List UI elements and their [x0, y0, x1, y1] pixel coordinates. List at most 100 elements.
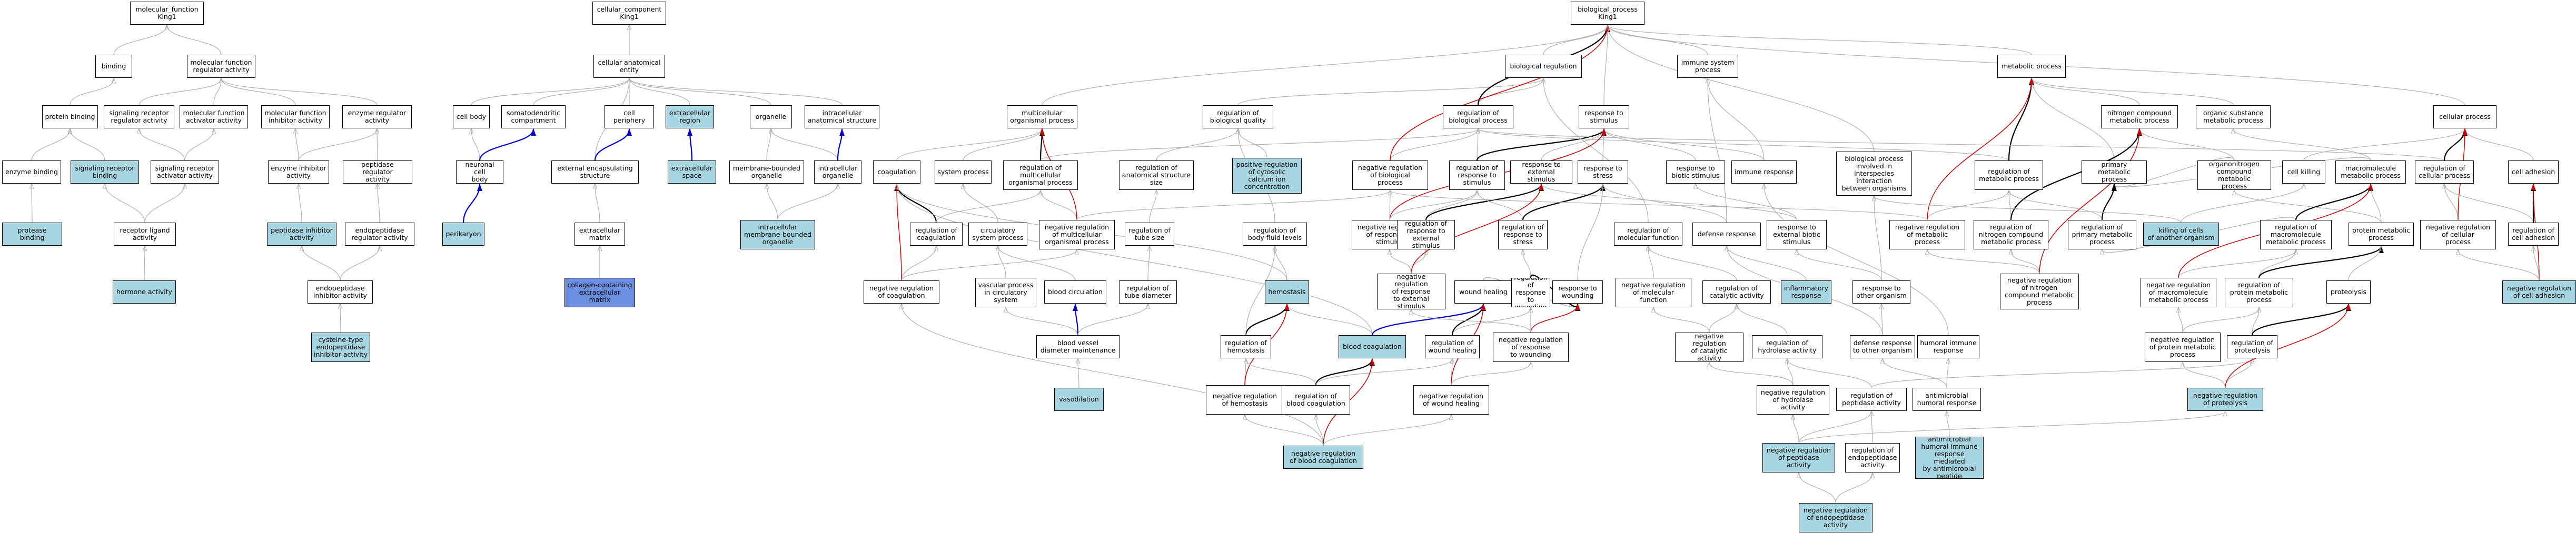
node-blood-vessel-diameter[interactable]: blood vessel diameter maintenance: [1036, 335, 1119, 358]
node-metabolic-process[interactable]: metabolic process: [1997, 55, 2066, 78]
node-neg-reg-cellular-process[interactable]: negative regulation of cellular process: [2420, 220, 2496, 249]
node-neg-reg-response-wounding[interactable]: negative regulation of response to wound…: [1493, 333, 1569, 362]
node-extracellular-region[interactable]: extracellular region: [666, 105, 714, 128]
node-response-other-organism[interactable]: response to other organism: [1852, 280, 1910, 304]
node-inflammatory-response[interactable]: inflammatory response: [1781, 280, 1831, 304]
node-extracellular-space[interactable]: extracellular space: [668, 160, 716, 184]
node-response-biotic[interactable]: response to biotic stimulus: [1666, 160, 1725, 184]
node-collagen-matrix[interactable]: collagen-containing extracellular matrix: [564, 278, 635, 307]
node-regulation-anatomical-size[interactable]: regulation of anatomical structure size: [1119, 160, 1194, 190]
node-organelle[interactable]: organelle: [750, 105, 792, 128]
node-cell-adhesion[interactable]: cell adhesion: [2508, 160, 2559, 184]
node-primary-metabolic[interactable]: primary metabolic process: [2082, 160, 2147, 184]
node-neg-reg-wound-healing[interactable]: negative regulation of wound healing: [1413, 385, 1489, 415]
node-hemostasis[interactable]: hemostasis: [1265, 280, 1309, 304]
node-biological-regulation[interactable]: biological regulation: [1505, 55, 1582, 78]
node-regulation-endopeptidase[interactable]: regulation of endopeptidase activity: [1845, 443, 1900, 472]
node-response-to-stimulus[interactable]: response to stimulus: [1579, 105, 1629, 128]
node-nitrogen-compound-metabolic[interactable]: nitrogen compound metabolic process: [2101, 105, 2178, 128]
node-neg-reg-metabolic[interactable]: negative regulation of metabolic process: [1889, 220, 1965, 249]
node-sig-rec-activator[interactable]: signaling receptor activator activity: [151, 160, 219, 184]
node-neg-reg-molecular-function[interactable]: negative regulation of molecular functio…: [1616, 278, 1691, 307]
node-response-to-wounding[interactable]: response to wounding: [1552, 280, 1603, 304]
node-neg-reg-multicellular[interactable]: negative regulation of multicellular org…: [1039, 220, 1115, 249]
node-neg-reg-hydrolase[interactable]: negative regulation of hydrolase activit…: [1757, 385, 1829, 415]
node-response-to-stress[interactable]: response to stress: [1578, 160, 1628, 184]
node-neg-reg-peptidase[interactable]: negative regulation of peptidase activit…: [1762, 443, 1835, 472]
node-killing-other-organism[interactable]: killing of cells of another organism: [2143, 223, 2219, 246]
node-neg-reg-coagulation[interactable]: negative regulation of coagulation: [864, 280, 939, 304]
node-neg-reg-endopeptidase[interactable]: negative regulation of endopeptidase act…: [1799, 503, 1872, 532]
node-neg-reg-macromolecule-metabolic[interactable]: negative regulation of macromolecule met…: [2141, 278, 2216, 307]
node-regulation-proteolysis[interactable]: regulation of proteolysis: [2227, 335, 2277, 358]
node-regulation-blood-coagulation[interactable]: regulation of blood coagulation: [1282, 385, 1350, 415]
node-system-process[interactable]: system process: [935, 160, 992, 184]
node-mf-regulator[interactable]: molecular function regulator activity: [187, 55, 255, 78]
node-organonitrogen[interactable]: organonitrogen compound metabolic proces…: [2197, 160, 2271, 190]
node-mf-inhibitor[interactable]: molecular function inhibitor activity: [261, 105, 330, 128]
node-protein-binding[interactable]: protein binding: [42, 105, 98, 128]
node-regulation-hydrolase[interactable]: regulation of hydrolase activity: [1752, 335, 1822, 358]
node-neuronal-cell-body[interactable]: neuronal cell body: [456, 160, 503, 184]
node-neg-reg-catalytic[interactable]: negative regulation of catalytic activit…: [1675, 333, 1743, 362]
node-regulation-bio-process[interactable]: regulation of biological process: [1443, 105, 1513, 128]
node-cellular-process[interactable]: cellular process: [2433, 105, 2496, 128]
node-molecular-function[interactable]: molecular_function King1: [130, 2, 204, 25]
node-vasodilation[interactable]: vasodilation: [1054, 388, 1104, 411]
node-regulation-tube-size[interactable]: regulation of tube size: [1125, 223, 1174, 246]
node-biological-process[interactable]: biological_process King1: [1571, 2, 1644, 25]
node-regulation-molecular-function[interactable]: regulation of molecular function: [1614, 223, 1682, 246]
node-regulation-response-wounding[interactable]: regulation of response to wounding: [1511, 278, 1550, 307]
node-neg-reg-nitrogen-metabolic[interactable]: negative regulation of nitrogen compound…: [2000, 274, 2079, 309]
node-defense-response-other[interactable]: defense response to other organism: [1850, 335, 1915, 358]
node-regulation-response-stimulus[interactable]: regulation of response to stimulus: [1449, 160, 1505, 190]
node-endopeptidase-regulator[interactable]: endopeptidase regulator activity: [345, 223, 414, 246]
node-blood-circulation[interactable]: blood circulation: [1044, 280, 1106, 304]
node-humoral-immune[interactable]: humoral immune response: [1917, 335, 1979, 358]
node-cell-body[interactable]: cell body: [453, 105, 490, 128]
node-regulation-primary-metabolic[interactable]: regulation of primary metabolic process: [2068, 220, 2136, 249]
node-cellular-anatomical-entity[interactable]: cellular anatomical entity: [593, 55, 665, 78]
node-pos-reg-calcium[interactable]: positive regulation of cytosolic calcium…: [1232, 158, 1302, 194]
node-cellular-component[interactable]: cellular_component King1: [592, 2, 666, 25]
node-neg-reg-hemostasis[interactable]: negative regulation of hemostasis: [1206, 385, 1284, 415]
node-coagulation[interactable]: coagulation: [873, 160, 920, 184]
node-mf-activator[interactable]: molecular function activator activity: [180, 105, 248, 128]
node-neg-reg-bio-process[interactable]: negative regulation of biological proces…: [1352, 160, 1428, 190]
node-regulation-wound-healing[interactable]: regulation of wound healing: [1425, 335, 1480, 358]
node-sig-rec-reg[interactable]: signaling receptor regulator activity: [104, 105, 174, 128]
node-binding[interactable]: binding: [95, 55, 132, 78]
node-multicellular-organismal-process[interactable]: multicellular organismal process: [1007, 105, 1077, 128]
node-enzyme-inhibitor[interactable]: enzyme inhibitor activity: [268, 160, 329, 184]
node-receptor-ligand[interactable]: receptor ligand activity: [114, 223, 176, 246]
node-cysteine-endopeptidase-inhibitor[interactable]: cysteine-type endopeptidase inhibitor ac…: [311, 333, 370, 362]
node-vascular-process[interactable]: vascular process in circulatory system: [975, 278, 1036, 307]
node-somatodendritic[interactable]: somatodendritic compartment: [501, 105, 566, 128]
node-antimicrobial-humoral[interactable]: antimicrobial humoral response: [1913, 388, 1981, 411]
node-neg-reg-cell-adhesion[interactable]: negative regulation of cell adhesion: [2502, 280, 2576, 304]
node-regulation-hemostasis[interactable]: regulation of hemostasis: [1221, 335, 1271, 358]
node-regulation-peptidase[interactable]: regulation of peptidase activity: [1836, 388, 1907, 411]
node-antimicrobial-peptide[interactable]: antimicrobial humoral immune response me…: [1915, 437, 1984, 479]
node-intracellular-membrane-organelle[interactable]: intracellular membrane-bounded organelle: [740, 220, 815, 249]
node-endopeptidase-inhibitor[interactable]: endopeptidase inhibitor activity: [308, 280, 373, 304]
node-intracellular-organelle[interactable]: intracellular organelle: [814, 160, 861, 184]
node-proteolysis[interactable]: proteolysis: [2326, 280, 2371, 304]
node-circulatory-system[interactable]: circulatory system process: [968, 223, 1027, 246]
node-regulation-multicellular[interactable]: regulation of multicellular organismal p…: [1003, 160, 1078, 190]
node-bio-process-interspecies[interactable]: biological process involved in interspec…: [1836, 152, 1912, 196]
node-extracellular-matrix[interactable]: extracellular matrix: [574, 223, 625, 246]
node-neg-reg-response-external[interactable]: negative regulation of response to exter…: [1377, 274, 1445, 309]
node-hormone-activity[interactable]: hormone activity: [113, 280, 176, 304]
node-regulation-metabolic[interactable]: regulation of metabolic process: [1975, 160, 2043, 190]
node-protease-binding[interactable]: protease binding: [2, 223, 62, 246]
node-blood-coagulation[interactable]: blood coagulation: [1339, 335, 1406, 358]
node-response-external-biotic[interactable]: response to external biotic stimulus: [1767, 220, 1827, 249]
node-regulation-body-fluid[interactable]: regulation of body fluid levels: [1243, 223, 1307, 246]
node-regulation-response-stress[interactable]: regulation of response to stress: [1498, 220, 1548, 249]
node-response-external-stimulus[interactable]: response to external stimulus: [1510, 160, 1572, 184]
node-signaling-receptor-binding[interactable]: signaling receptor binding: [71, 160, 139, 184]
node-macromolecule-metabolic[interactable]: macromolecule metabolic process: [2335, 160, 2406, 184]
node-regulation-response-external[interactable]: regulation of response to external stimu…: [1397, 220, 1455, 249]
node-regulation-bio-quality[interactable]: regulation of biological quality: [1203, 105, 1273, 128]
